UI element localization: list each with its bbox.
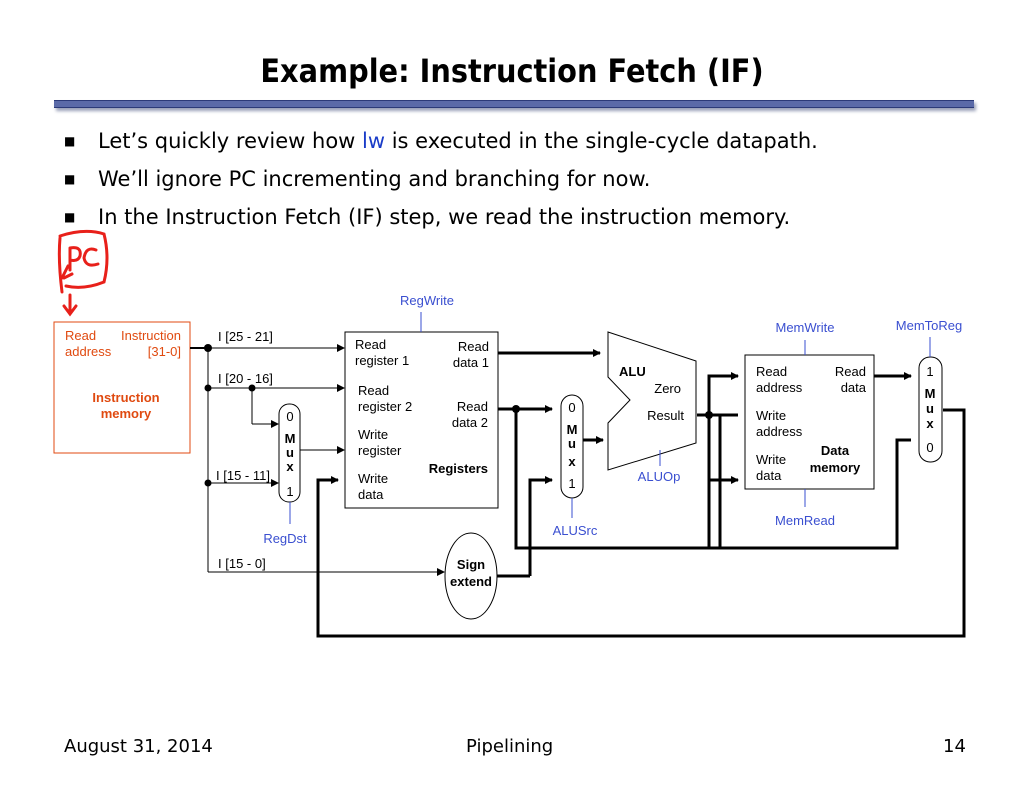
sign-extend-unit (444, 532, 498, 620)
dmem-write-address-b: address (756, 424, 803, 439)
regdst-mux-1: 1 (286, 484, 293, 499)
regwrite-label: RegWrite (400, 293, 454, 308)
alusrc-label: ALUSrc (553, 523, 598, 538)
slide-title: Example: Instruction Fetch (IF) (260, 52, 764, 90)
reg-read-register1-b: register 1 (355, 353, 409, 368)
bullet-item: ■Let’s quickly review how lw is executed… (64, 122, 818, 160)
memtoreg-mux-x: x (926, 416, 934, 431)
memread-label: MemRead (775, 513, 835, 528)
reg-write-register-b: register (358, 443, 402, 458)
alu-block (607, 331, 697, 471)
aluop-label: ALUOp (638, 469, 681, 484)
imem-name-line1: Instruction (92, 390, 159, 405)
dmem-write-data-a: Write (756, 452, 786, 467)
dmem-read-data-b: data (841, 380, 867, 395)
regdst-mux-u: u (286, 445, 294, 460)
dmem-name-line2: memory (810, 460, 861, 475)
imem-name-line2: memory (101, 406, 152, 421)
alu-zero-label: Zero (654, 381, 681, 396)
reg-read-register2-a: Read (358, 383, 389, 398)
reg-read-data1-a: Read (458, 339, 489, 354)
reg-read-register2-b: register 2 (358, 399, 412, 414)
memtoreg-label: MemToReg (896, 318, 962, 333)
data-memory-block (744, 354, 875, 490)
bullet-square-icon: ■ (64, 134, 76, 148)
reg-write-register-a: Write (358, 427, 388, 442)
memtoreg-mux-1: 1 (926, 364, 933, 379)
handwritten-pc-annotation (57, 229, 109, 317)
reg-read-data2-b: data 2 (452, 415, 488, 430)
datapath-wires (316, 349, 966, 638)
dmem-read-data-a: Read (835, 364, 866, 379)
sign-extend-line2: extend (450, 574, 492, 589)
memtoreg-mux-m: M (925, 386, 936, 401)
alu-name: ALU (619, 364, 646, 379)
bullet-square-icon: ■ (64, 172, 76, 186)
imem-instruction-label: Instruction (121, 328, 181, 343)
footer-page-number: 14 (943, 736, 966, 757)
memtoreg-mux-u: u (926, 401, 934, 416)
dmem-write-data-b: data (756, 468, 782, 483)
sign-extend-line1: Sign (457, 557, 485, 572)
imem-read-label: Read (65, 328, 96, 343)
regdst-mux-0: 0 (286, 409, 293, 424)
field-15-0-label: I [15 - 0] (218, 556, 266, 571)
regdst-mux-m: M (285, 431, 296, 446)
dmem-name-line1: Data (821, 443, 850, 458)
imem-address-label: address (65, 344, 112, 359)
instruction-memory-block (53, 321, 191, 454)
regdst-label: RegDst (263, 531, 307, 546)
regdst-mux-x: x (286, 459, 294, 474)
registers-block (344, 331, 499, 509)
alusrc-mux-u: u (568, 436, 576, 451)
alusrc-mux-0: 0 (568, 400, 575, 415)
field-25-21-label: I [25 - 21] (218, 329, 273, 344)
registers-name: Registers (429, 461, 488, 476)
reg-read-data2-a: Read (457, 399, 488, 414)
dmem-read-address-b: address (756, 380, 803, 395)
bullet-item: ■We’ll ignore PC incrementing and branch… (64, 160, 818, 198)
reg-read-register1-a: Read (355, 337, 386, 352)
footer-topic: Pipelining (466, 736, 554, 757)
alusrc-mux-1: 1 (568, 476, 575, 491)
reg-write-data-b: data (358, 487, 384, 502)
imem-bits-label: [31-0] (148, 344, 181, 359)
dmem-read-address-a: Read (756, 364, 787, 379)
field-15-11-label: I [15 - 11] (216, 468, 270, 483)
alu-result-label: Result (647, 408, 684, 423)
highlight-lw: lw (362, 129, 386, 153)
dmem-write-address-a: Write (756, 408, 786, 423)
alusrc-mux-x: x (568, 454, 576, 469)
field-20-16-label: I [20 - 16] (218, 371, 273, 386)
footer-date: August 31, 2014 (64, 736, 213, 757)
bullet-item: ■In the Instruction Fetch (IF) step, we … (64, 198, 818, 236)
title-underline (54, 100, 974, 108)
bullet-list: ■Let’s quickly review how lw is executed… (64, 122, 818, 236)
bullet-square-icon: ■ (64, 210, 76, 224)
memtoreg-mux-0: 0 (926, 440, 933, 455)
reg-write-data-a: Write (358, 471, 388, 486)
alusrc-mux-m: M (567, 422, 578, 437)
reg-read-data1-b: data 1 (453, 355, 489, 370)
memwrite-label: MemWrite (776, 320, 835, 335)
